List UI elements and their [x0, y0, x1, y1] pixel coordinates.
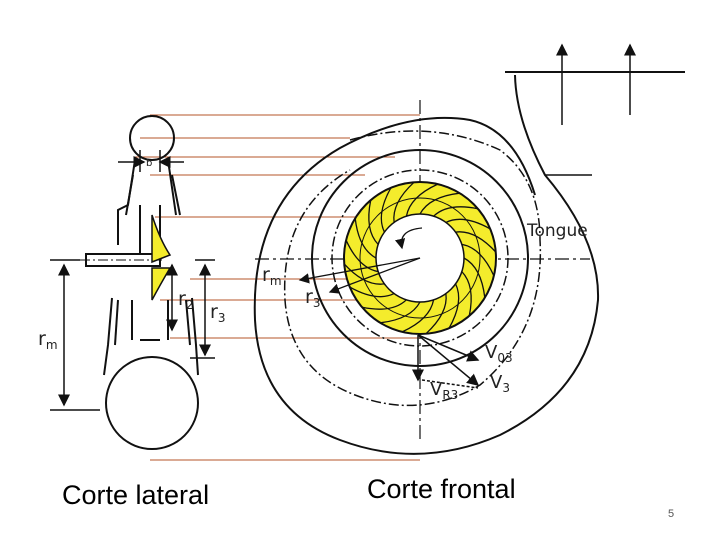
label-rm-front: rm [262, 264, 282, 288]
label-v03: V03 [485, 342, 513, 365]
impeller-blade [343, 263, 385, 285]
volute-casing [253, 74, 600, 455]
label-rm-side: rm [38, 328, 58, 352]
side-volute-top [129, 115, 175, 161]
side-impeller-blade [151, 214, 172, 264]
impeller-blade [455, 231, 497, 253]
label-tongue: Tongue [526, 221, 588, 241]
side-view [80, 115, 199, 450]
label-b: b [146, 158, 152, 169]
label-vr3: VR3 [430, 379, 458, 402]
side-volute-bottom [105, 356, 199, 450]
side-radius-dimensions [50, 259, 215, 411]
impeller-blade [425, 293, 447, 335]
page-number: 5 [668, 508, 675, 520]
velocity-vectors [412, 334, 480, 389]
discharge-arrows [556, 43, 636, 125]
label-v3: V3 [490, 372, 510, 395]
label-r2: r2 [178, 288, 193, 312]
side-impeller-blade-lower [151, 267, 172, 301]
label-r3-side: r3 [210, 301, 225, 325]
b-dimension [118, 150, 184, 172]
label-r3-front: r3 [305, 286, 320, 310]
front-view [253, 71, 685, 455]
front-radius-arrows [298, 227, 423, 294]
caption-side-view: Corte lateral [62, 480, 210, 510]
caption-front-view: Corte frontal [367, 474, 516, 504]
impeller-blade [393, 181, 415, 223]
